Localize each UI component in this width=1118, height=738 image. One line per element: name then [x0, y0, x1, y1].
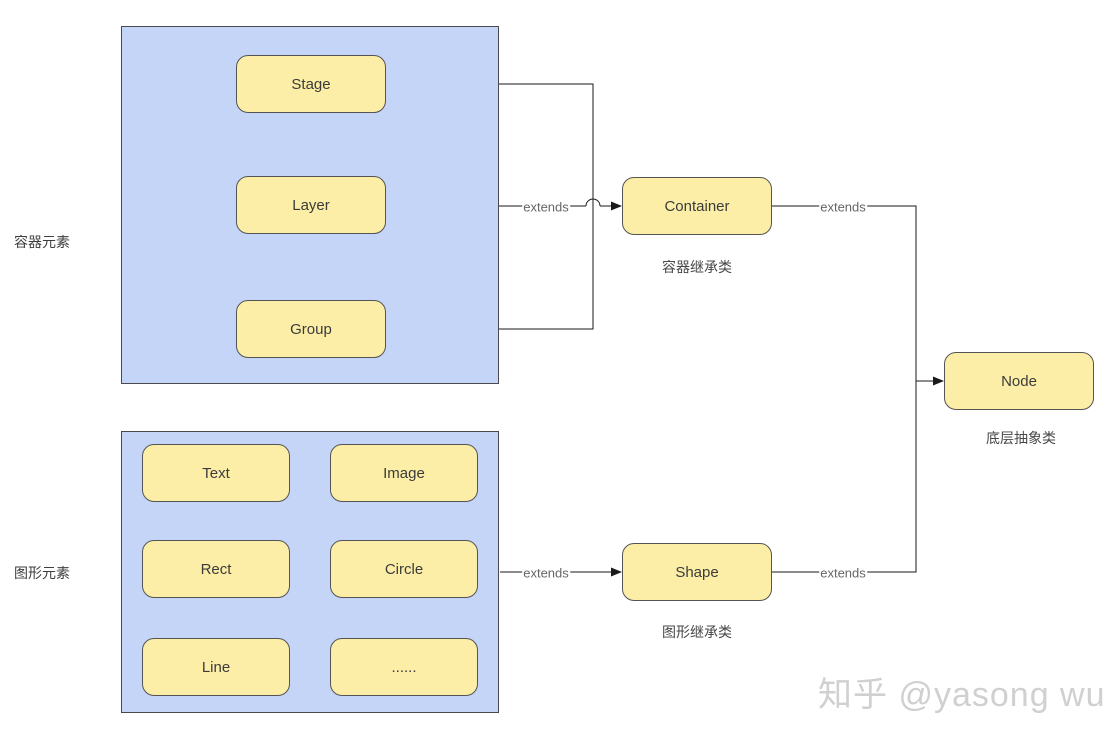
node-stage: Stage [236, 55, 386, 113]
node-node-label: Node [1001, 372, 1037, 390]
node-group-label: Group [290, 320, 332, 338]
node-ellipsis-label: ...... [391, 658, 417, 676]
node-node: Node [944, 352, 1094, 410]
container-elements-label: 容器元素 [14, 234, 70, 250]
edge-label-layer-extends: extends [522, 199, 570, 215]
node-image-label: Image [383, 464, 425, 482]
edge-container-shape-bus [772, 205, 917, 573]
edge-label-shape-extends: extends [819, 565, 867, 581]
node-line: Line [142, 638, 290, 696]
node-container: Container [622, 177, 772, 235]
edge-label-container-extends: extends [819, 199, 867, 215]
watermark: 知乎 @yasong wu [818, 676, 1106, 714]
caption-base-abstract: 底层抽象类 [986, 430, 1056, 446]
node-shape: Shape [622, 543, 772, 601]
node-layer-label: Layer [292, 196, 330, 214]
node-stage-label: Stage [291, 75, 331, 93]
node-group: Group [236, 300, 386, 358]
caption-container-subclass: 容器继承类 [662, 259, 732, 275]
node-layer: Layer [236, 176, 386, 234]
node-circle: Circle [330, 540, 478, 598]
node-shape-label: Shape [675, 563, 719, 581]
node-image: Image [330, 444, 478, 502]
caption-shape-subclass: 图形继承类 [662, 624, 732, 640]
node-circle-label: Circle [384, 560, 424, 578]
shape-elements-label: 图形元素 [14, 565, 70, 581]
node-rect: Rect [142, 540, 290, 598]
edge-layer-hop [585, 198, 601, 207]
arrowhead-shape [611, 567, 622, 577]
arrowhead-node [933, 376, 944, 386]
node-rect-label: Rect [200, 560, 232, 578]
edge-label-shapegroup-extends: extends [522, 565, 570, 581]
node-container-label: Container [664, 197, 730, 215]
arrowhead-container [611, 201, 622, 211]
node-line-label: Line [201, 658, 231, 676]
node-text: Text [142, 444, 290, 502]
node-text-label: Text [202, 464, 230, 482]
node-ellipsis: ...... [330, 638, 478, 696]
